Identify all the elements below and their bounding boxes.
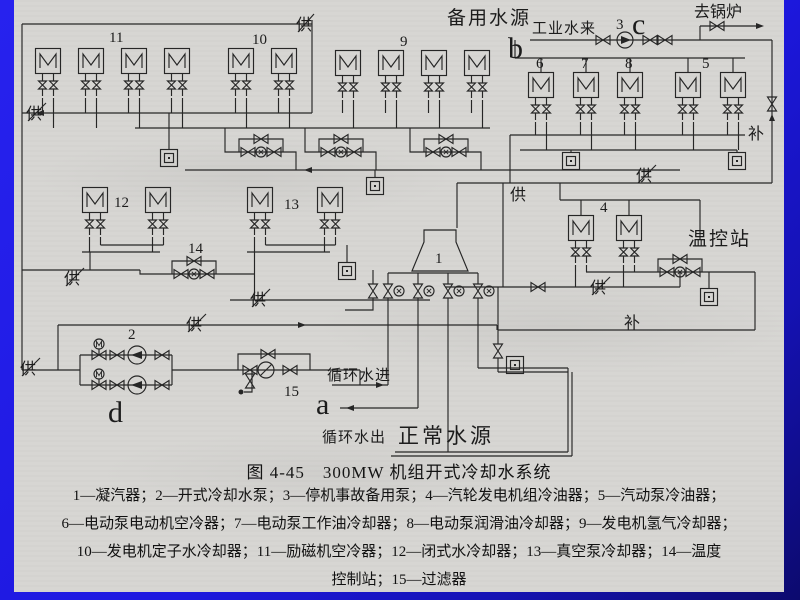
point-label-b: b	[508, 32, 523, 65]
return-box	[561, 151, 581, 171]
group-number-5: 5	[702, 56, 710, 72]
supply-label: 供	[26, 105, 42, 123]
supply-label: 供	[250, 291, 266, 309]
supply-label: 供	[64, 270, 80, 288]
cooler-groups-6-7-8-5	[527, 71, 747, 121]
supply-label: 供	[186, 316, 202, 334]
valve	[492, 343, 504, 359]
point-label-a: a	[316, 388, 329, 421]
label-to-boiler: 去锅炉	[694, 3, 742, 21]
legend-line: 控制站；15—过滤器	[331, 572, 467, 588]
supply-label: 供	[636, 167, 652, 185]
return-box	[159, 148, 179, 168]
group-number-13: 13	[284, 197, 299, 213]
valve-station	[312, 133, 370, 158]
group-number-7: 7	[581, 56, 589, 72]
group-number-14: 14	[188, 241, 204, 257]
label-normal-water-source: 正常水源	[398, 424, 494, 448]
group-number-3: 3	[616, 17, 624, 33]
supply-tick-marks	[21, 13, 657, 377]
return-box	[365, 176, 385, 196]
motor-icon	[93, 368, 105, 380]
condenser-valve-assemblies	[382, 283, 495, 299]
makeup-label: 补	[748, 125, 764, 143]
legend-line: 1—凝汽器；2—开式冷却水泵；3—停机事故备用泵；4—汽轮发电机组冷油器；5—汽…	[72, 488, 726, 504]
flow-arrows	[36, 23, 775, 411]
legend-line: 10—发电机定子水冷却器；11—励磁机空冷器；12—闭式水冷却器；13—真空泵冷…	[76, 544, 722, 560]
group-number-6: 6	[536, 56, 544, 72]
pipe-network-top-left	[21, 20, 680, 370]
cooler-group-11	[34, 47, 191, 97]
group-number-9: 9	[400, 34, 408, 50]
supply-label: 供	[296, 16, 312, 34]
valve	[367, 283, 379, 299]
group-number-10: 10	[252, 32, 267, 48]
label-temp-control-station: 温控站	[688, 228, 751, 250]
group-number-1: 1	[435, 251, 443, 267]
return-box	[505, 355, 525, 375]
supply-label: 供	[510, 186, 526, 204]
pipe-network-group4-station	[445, 265, 756, 373]
group-number-12: 12	[114, 195, 129, 211]
label-backup-water-source: 备用水源	[447, 7, 531, 29]
point-label-d: d	[108, 396, 123, 429]
cooler-group-4	[567, 214, 643, 264]
valve-station	[232, 133, 290, 158]
group-number-15: 15	[284, 384, 299, 400]
drain-point	[238, 389, 244, 395]
figure-legend: 1—凝汽器；2—开式冷却水泵；3—停机事故备用泵；4—汽轮发电机组冷油器；5—汽…	[14, 482, 784, 594]
label-industrial-water: 工业水来	[532, 20, 596, 37]
cooler-group-9	[334, 49, 491, 99]
drain-valve	[244, 373, 256, 389]
legend-line: 6—电动泵电动机空冷器；7—电动泵工作油冷却器；8—电动泵润滑油冷却器；9—发电…	[61, 516, 737, 532]
motor-icon	[93, 338, 105, 350]
makeup-label: 补	[624, 314, 640, 332]
supply-label: 供	[20, 360, 36, 378]
return-box	[727, 151, 747, 171]
diagram-panel: 备用水源 工业水来 去锅炉 温控站 循环水进 循环水出 正常水源 供 供 供 供…	[14, 0, 784, 592]
cooling-water-diagram: 备用水源 工业水来 去锅炉 温控站 循环水进 循环水出 正常水源 供 供 供 供…	[20, 3, 778, 457]
valve-station-14	[165, 255, 223, 280]
label-circulating-in: 循环水进	[327, 367, 391, 384]
valve-station	[417, 133, 475, 158]
return-box	[699, 287, 719, 307]
return-box	[337, 261, 357, 281]
condenser-1	[411, 229, 469, 272]
group-number-4: 4	[600, 200, 608, 216]
group-number-8: 8	[625, 56, 633, 72]
point-label-c: c	[632, 8, 645, 41]
figure-caption: 图 4-45 300MW 机组开式冷却水系统	[246, 463, 552, 482]
cooler-group-10	[227, 47, 298, 97]
supply-label: 供	[590, 279, 606, 297]
label-circulating-out: 循环水出	[322, 429, 386, 446]
group-number-2: 2	[128, 327, 136, 343]
group-number-11: 11	[109, 30, 123, 46]
pipe-network-mid-left	[22, 237, 430, 301]
